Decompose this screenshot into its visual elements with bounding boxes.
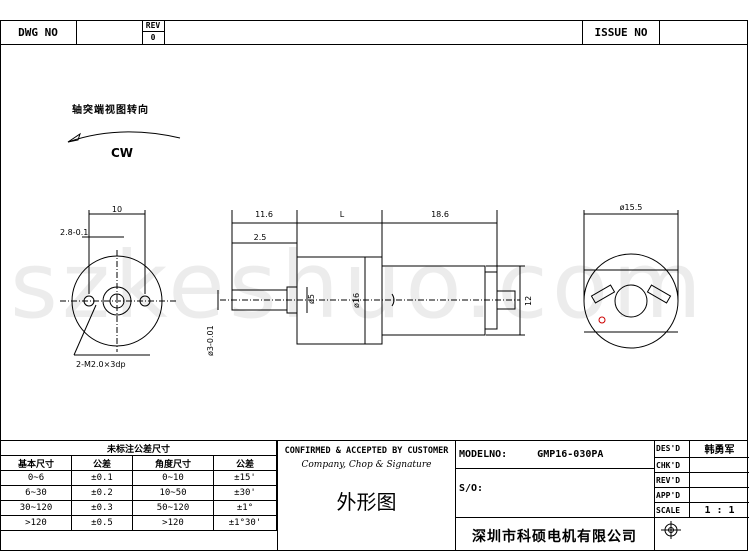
dim-dia-body: ø16 — [352, 293, 361, 308]
table-cell: ±0.2 — [71, 485, 133, 501]
dim-dia-shaft: ø3-0.01 — [206, 325, 215, 356]
signoff-table: DES'D 韩勇军 CHK'D REV'D APP'D SCALE 1 : 1 — [655, 440, 749, 518]
signoff-block: DES'D 韩勇军 CHK'D REV'D APP'D SCALE 1 : 1 — [654, 440, 749, 551]
dim-left-width: 10 — [112, 205, 122, 214]
tolerance-header: 公差 — [71, 455, 133, 471]
scale-label: SCALE — [655, 502, 690, 518]
table-cell: 0~10 — [132, 470, 214, 486]
so-row: S/O: — [455, 469, 654, 518]
rotation-arrow — [67, 131, 181, 143]
table-cell: 6~30 — [0, 485, 72, 501]
confirm-subtitle: Company, Chop & Signature — [301, 460, 432, 470]
model-row: MODELNO: GMP16-030PA — [455, 440, 654, 469]
table-cell: 0~6 — [0, 470, 72, 486]
table-cell: ±1° — [213, 500, 277, 516]
table-cell: ±1°30' — [213, 515, 277, 531]
rev-label-sign: REV'D — [655, 472, 690, 488]
table-row: 0~6 ±0.1 0~10 ±15' — [0, 470, 277, 486]
rotation-note: 轴突端视图转向 — [72, 105, 149, 116]
confirm-block: CONFIRMED & ACCEPTED BY CUSTOMER Company… — [277, 440, 456, 551]
rotation-direction: CW — [111, 146, 134, 160]
dim-left-tol: 2.8-0.1 — [60, 228, 88, 237]
so-label: S/O: — [459, 483, 484, 494]
company-name: 深圳市科硕电机有限公司 — [472, 529, 637, 545]
rev-label: REV — [142, 20, 164, 32]
dim-motor-len: 18.6 — [431, 210, 449, 219]
table-cell: ±0.1 — [71, 470, 133, 486]
dwg-no-label: DWG NO — [0, 20, 77, 44]
dim-dia-right: ø15.5 — [620, 203, 643, 212]
table-cell: 10~50 — [132, 485, 214, 501]
tolerance-table: 未标注公差尺寸 基本尺寸 公差 角度尺寸 公差 0~6 ±0.1 0~10 ±1… — [0, 440, 277, 531]
issue-no-label: ISSUE NO — [582, 20, 660, 44]
motor-end-view — [583, 210, 679, 349]
dim-motor-height: 12 — [524, 296, 533, 306]
table-cell: >120 — [0, 515, 72, 531]
tolerance-header: 基本尺寸 — [0, 455, 72, 471]
projection-symbol-icon — [661, 521, 681, 539]
table-cell: >120 — [132, 515, 214, 531]
model-block: MODELNO: GMP16-030PA S/O: 深圳市科硕电机有限公司 — [455, 440, 654, 551]
confirm-title: CONFIRMED & ACCEPTED BY CUSTOMER — [284, 446, 449, 456]
dwg-no-value — [76, 20, 143, 44]
table-cell: ±30' — [213, 485, 277, 501]
tolerance-title: 未标注公差尺寸 — [0, 440, 277, 456]
table-row: 6~30 ±0.2 10~50 ±30' — [0, 485, 277, 501]
rev-value: 0 — [150, 33, 156, 42]
chk-label: CHK'D — [655, 457, 690, 473]
dim-boss-len: 2.5 — [254, 233, 267, 242]
model-value: GMP16-030PA — [537, 448, 604, 460]
side-view — [217, 210, 525, 345]
title-block — [0, 440, 748, 552]
app-label: APP'D — [655, 487, 690, 503]
model-label: MODELNO: — [459, 448, 508, 460]
scale-value: 1 : 1 — [704, 504, 735, 516]
rev-cell: REV 0 — [142, 20, 165, 44]
tolerance-header: 角度尺寸 — [132, 455, 214, 471]
dim-dia-boss: ø5 — [307, 294, 316, 304]
table-row: >120 ±0.5 >120 ±1°30' — [0, 515, 277, 531]
terminal-marker — [598, 316, 606, 324]
des-value: 韩勇军 — [704, 445, 735, 456]
header-row — [0, 20, 748, 45]
table-cell: ±0.3 — [71, 500, 133, 516]
chk-value — [690, 458, 750, 473]
des-label: DES'D — [655, 440, 690, 458]
table-cell: ±0.5 — [71, 515, 133, 531]
dim-shaft-len: 11.6 — [255, 210, 273, 219]
technical-drawing: 10 2.8-0.1 2-M2.0×3dp 11.6 L 18.6 2.5 ø5… — [60, 203, 679, 369]
shaft-end-view — [60, 210, 176, 356]
drawing-frame — [0, 20, 748, 551]
rev-sign-value — [690, 473, 750, 488]
dim-L: L — [340, 210, 345, 219]
dim-hole-callout: 2-M2.0×3dp — [76, 360, 126, 369]
table-cell: 50~120 — [132, 500, 214, 516]
table-cell: ±15' — [213, 470, 277, 486]
table-row: 30~120 ±0.3 50~120 ±1° — [0, 500, 277, 516]
tolerance-header: 公差 — [213, 455, 277, 471]
table-cell: 30~120 — [0, 500, 72, 516]
drawing-name: 外形图 — [336, 490, 397, 514]
app-value — [690, 488, 750, 503]
